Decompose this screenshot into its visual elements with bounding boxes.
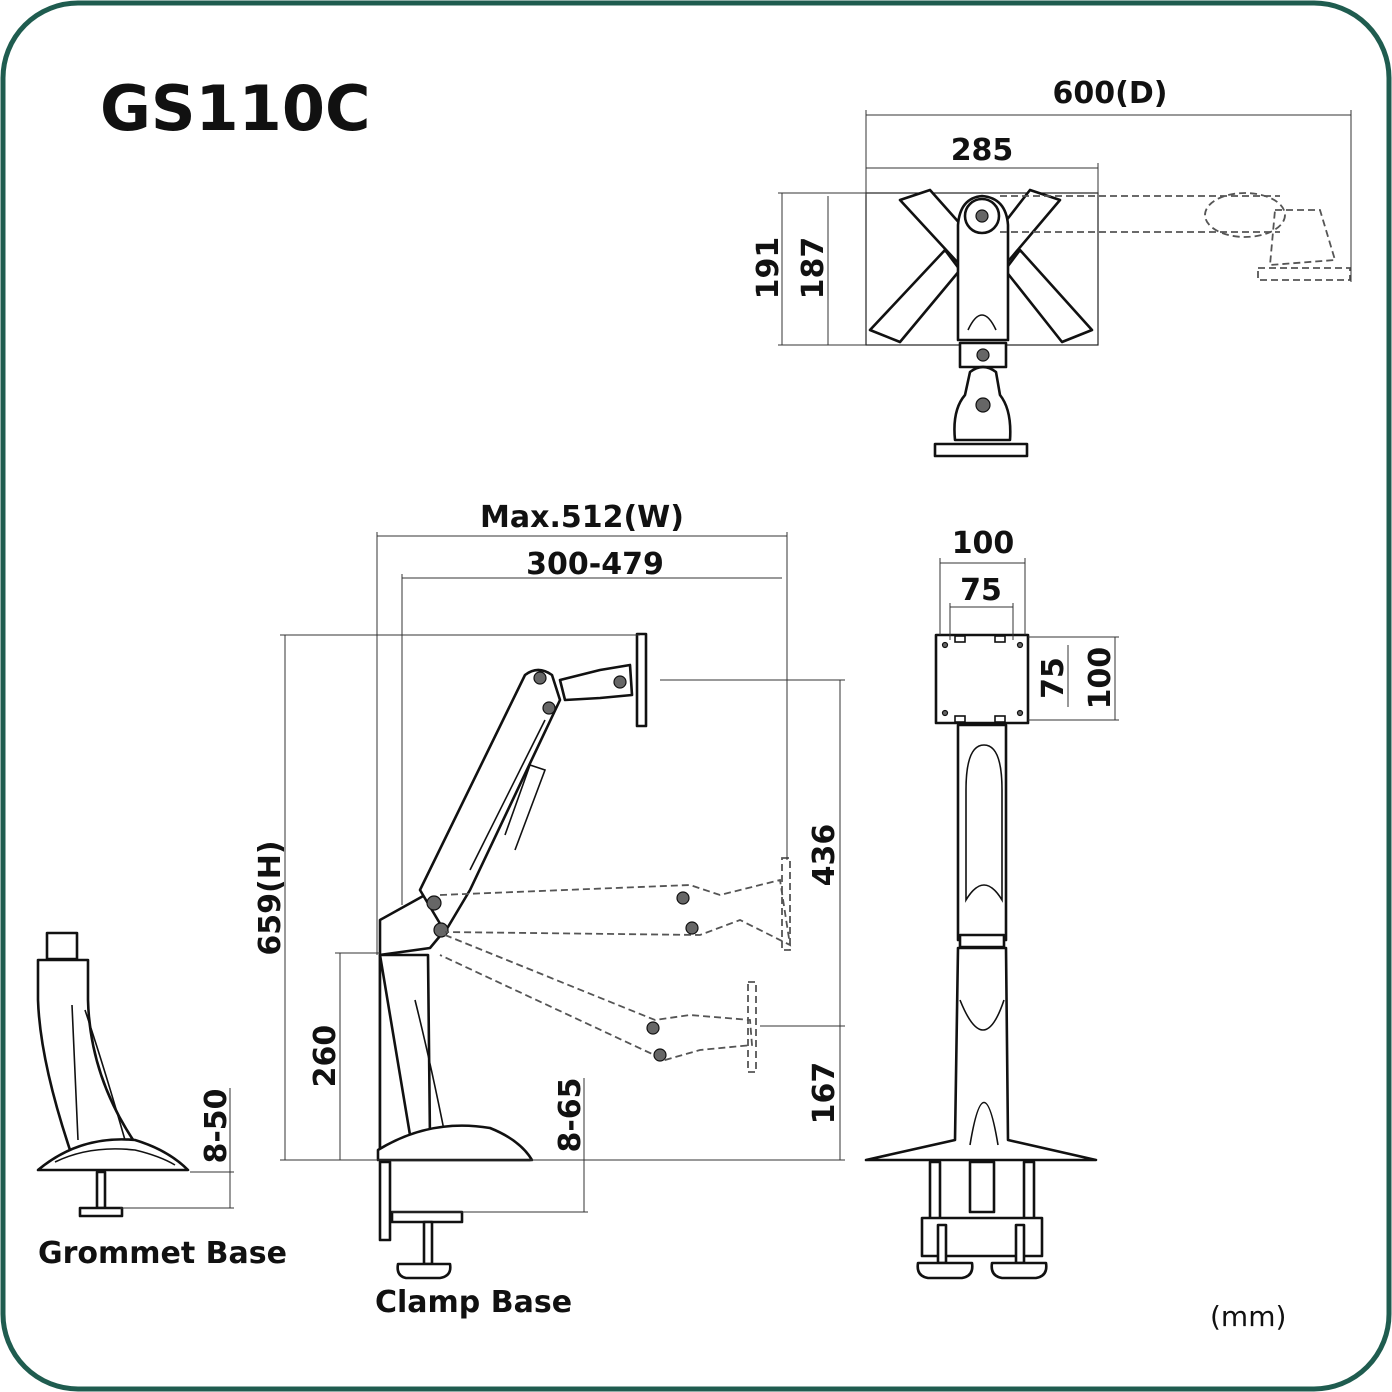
- grommet-foot-detail: [54, 1148, 176, 1166]
- vesa-hole: [941, 709, 949, 717]
- front-clamp-center: [968, 1160, 996, 1214]
- vesa-hole: [954, 635, 966, 643]
- dim-label-8-50: 8-50: [199, 1088, 234, 1163]
- upper-arm-groove: [469, 719, 546, 871]
- dim-label-260: 260: [308, 1025, 343, 1088]
- front-clamp-post: [1022, 1160, 1036, 1224]
- upper-arm-slot: [504, 763, 547, 851]
- dim-label-436: 436: [807, 824, 842, 887]
- tilt-head: [558, 663, 634, 702]
- ghost-pivot: [646, 1021, 660, 1035]
- grommet-base-label: Grommet Base: [38, 1236, 287, 1271]
- x-plate-arm: [868, 248, 962, 344]
- grommet-pole-top: [45, 931, 79, 961]
- ghost-pivot: [653, 1048, 667, 1062]
- dim-label-167: 167: [807, 1062, 842, 1125]
- clamp-base-label: Clamp Base: [375, 1285, 572, 1320]
- front-pole: [864, 946, 1098, 1162]
- dim-label-300-479: 300-479: [526, 547, 664, 582]
- tilt-head-dot: [613, 675, 627, 689]
- dim-label-vesa-h75: 75: [1036, 657, 1071, 699]
- grommet-pole-detail: [71, 1004, 126, 1141]
- vesa-plate-front: [934, 633, 1030, 725]
- dim-label-vesa-h100: 100: [1083, 647, 1118, 710]
- upper-arm: [418, 668, 562, 934]
- elbow-pivot: [433, 922, 449, 938]
- grommet-bolt: [95, 1170, 107, 1210]
- vesa-hole: [1016, 641, 1024, 649]
- ghost-plate-mid: [781, 857, 791, 951]
- front-clamp-knob: [990, 1261, 1048, 1280]
- dim-label-8-65: 8-65: [553, 1077, 588, 1152]
- side-base-foot: [376, 1124, 534, 1162]
- ghost-base-plate: [1257, 267, 1351, 281]
- ghost-arm-mid: [439, 878, 792, 947]
- arm-top-pivot: [542, 701, 556, 715]
- ghost-plate-low: [747, 981, 757, 1073]
- top-base-dot: [975, 397, 991, 413]
- front-arm-slot: [965, 744, 1003, 903]
- ghost-pivot: [1204, 192, 1286, 238]
- vesa-hole: [1016, 709, 1024, 717]
- vesa-plate-side: [635, 632, 648, 728]
- x-plate-arm: [1003, 248, 1094, 344]
- front-arm-joint: [958, 933, 1006, 949]
- ghost-pivot: [676, 891, 690, 905]
- dim-label-512: Max.512(W): [480, 500, 684, 535]
- unit-label: (mm): [1210, 1300, 1286, 1333]
- elbow-pivot: [426, 895, 442, 911]
- front-clamp-screw: [1014, 1223, 1026, 1265]
- top-arm-slot: [967, 314, 997, 331]
- front-pole-detail: [959, 999, 1005, 1146]
- top-joint-dot: [976, 348, 990, 362]
- dim-label-vesa-100: 100: [952, 526, 1015, 561]
- clamp-screw: [422, 1220, 434, 1266]
- side-view: [280, 532, 845, 1280]
- ghost-arm-low: [439, 934, 753, 1061]
- top-base-plate: [933, 442, 1029, 458]
- front-clamp-post: [928, 1160, 942, 1224]
- arm-top-pivot: [533, 671, 547, 685]
- vesa-hole: [994, 715, 1006, 723]
- vesa-hole: [994, 635, 1006, 643]
- front-arm: [956, 723, 1008, 942]
- dim-label-659: 659(H): [253, 840, 288, 955]
- vesa-hole: [941, 641, 949, 649]
- top-view: [778, 110, 1352, 458]
- top-arm-body: [956, 194, 1010, 342]
- dim-label-285: 285: [951, 133, 1014, 168]
- dim-label-600: 600(D): [1053, 76, 1168, 111]
- grommet-washer: [78, 1206, 124, 1218]
- dim-label-vesa-75: 75: [960, 573, 1002, 608]
- front-view: [864, 558, 1119, 1280]
- clamp-jaw: [390, 1210, 464, 1224]
- grommet-pole: [36, 958, 142, 1152]
- front-clamp-screw: [936, 1223, 948, 1265]
- clamp-body: [378, 1160, 392, 1242]
- clamp-knob: [396, 1262, 452, 1280]
- ghost-pivot: [685, 921, 699, 935]
- grommet-foot: [36, 1138, 190, 1172]
- dim-label-191: 191: [751, 237, 786, 300]
- front-clamp-knob: [916, 1261, 974, 1280]
- ghost-joint: [1269, 209, 1337, 266]
- pole-curve: [414, 999, 446, 1136]
- model-title: GS110C: [100, 72, 370, 145]
- grommet-view: [36, 931, 234, 1218]
- vesa-hole: [954, 715, 966, 723]
- dim-label-187: 187: [796, 237, 831, 300]
- top-pivot-center: [975, 209, 989, 223]
